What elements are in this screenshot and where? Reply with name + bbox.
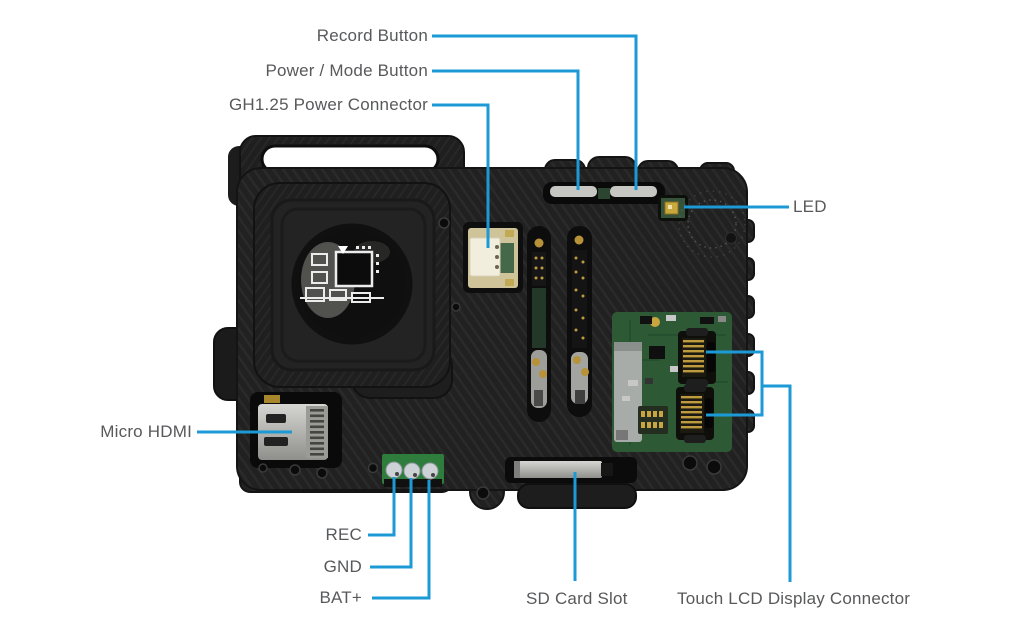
callout-lcd-stem: [762, 384, 792, 582]
label-touch-lcd-connector: Touch LCD Display Connector: [677, 589, 911, 608]
label-rec: REC: [325, 525, 362, 544]
callout-record-button: [432, 34, 638, 190]
sd-cage: [614, 342, 642, 442]
callout-lcd-bracket: [706, 350, 764, 417]
callout-rec: [368, 477, 396, 537]
label-gh-power-connector: GH1.25 Power Connector: [228, 95, 428, 114]
water-stain-outer: [678, 190, 746, 258]
pad-rec: [385, 461, 403, 479]
label-record-button: Record Button: [316, 26, 428, 45]
micro-hdmi-port: [250, 392, 342, 468]
main-pcb-window: [612, 312, 732, 452]
callout-gnd: [370, 478, 413, 569]
case-hole: [725, 232, 737, 244]
led: [658, 195, 688, 221]
board-to-board-connector: [638, 406, 668, 434]
solder-terminal-block: [382, 454, 444, 487]
callout-gh-power-connector: [432, 103, 490, 248]
gh125-power-connector: [463, 222, 523, 293]
callout-power-mode-button: [432, 69, 580, 190]
label-led: LED: [793, 197, 827, 216]
label-sd-card-slot: SD Card Slot: [526, 589, 628, 608]
sensor-pcb-silkscreen: [300, 246, 384, 303]
pad-bat: [421, 462, 439, 480]
sd-card-slot: [505, 457, 637, 509]
pad-gnd: [403, 462, 421, 480]
slot-right: [567, 226, 592, 417]
camera-lens-module: [253, 182, 453, 399]
slot-left: [527, 226, 551, 422]
label-micro-hdmi: Micro HDMI: [100, 422, 192, 441]
label-gnd: GND: [323, 557, 362, 576]
label-power-mode-button: Power / Mode Button: [265, 61, 428, 80]
screw-holes: [258, 217, 722, 500]
callout-lines: [197, 34, 792, 600]
touch-lcd-connector-1: [678, 328, 716, 387]
power-mode-button: [550, 186, 597, 197]
label-bat: BAT+: [319, 588, 362, 607]
callout-bat: [372, 480, 431, 600]
water-stain: [687, 199, 737, 249]
top-button-recess: [543, 182, 665, 204]
record-button: [610, 186, 657, 197]
